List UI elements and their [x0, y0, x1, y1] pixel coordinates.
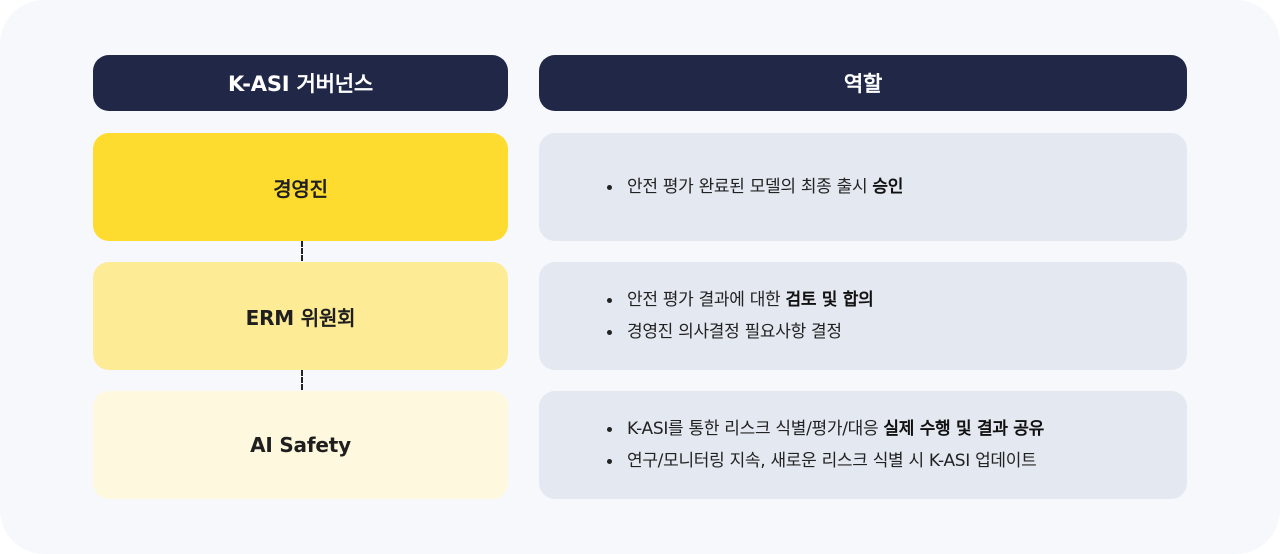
role-bullet: 안전 평가 결과에 대한 검토 및 합의	[605, 284, 1187, 316]
connector-line	[301, 370, 303, 390]
executive-box: 경영진	[93, 133, 508, 241]
role-bullet: 안전 평가 완료된 모델의 최종 출시 승인	[605, 171, 1187, 203]
erm-committee-label: ERM 위원회	[245, 305, 356, 330]
role-bullet: K-ASI를 통한 리스크 식별/평가/대응 실제 수행 및 결과 공유	[605, 413, 1187, 445]
ai-safety-label: AI Safety	[250, 433, 351, 457]
ai-safety-role-box: K-ASI를 통한 리스크 식별/평가/대응 실제 수행 및 결과 공유 연구/…	[539, 391, 1187, 499]
role-bullet: 경영진 의사결정 필요사항 결정	[605, 316, 1187, 348]
ai-safety-box: AI Safety	[93, 391, 508, 499]
executive-label: 경영진	[273, 176, 328, 201]
role-header: 역할	[539, 55, 1187, 111]
connector-line	[301, 241, 303, 261]
erm-role-box: 안전 평가 결과에 대한 검토 및 합의 경영진 의사결정 필요사항 결정	[539, 262, 1187, 370]
erm-committee-box: ERM 위원회	[93, 262, 508, 370]
role-bullet: 연구/모니터링 지속, 새로운 리스크 식별 시 K-ASI 업데이트	[605, 445, 1187, 477]
governance-header: K-ASI 거버넌스	[93, 55, 508, 111]
executive-role-box: 안전 평가 완료된 모델의 최종 출시 승인	[539, 133, 1187, 241]
